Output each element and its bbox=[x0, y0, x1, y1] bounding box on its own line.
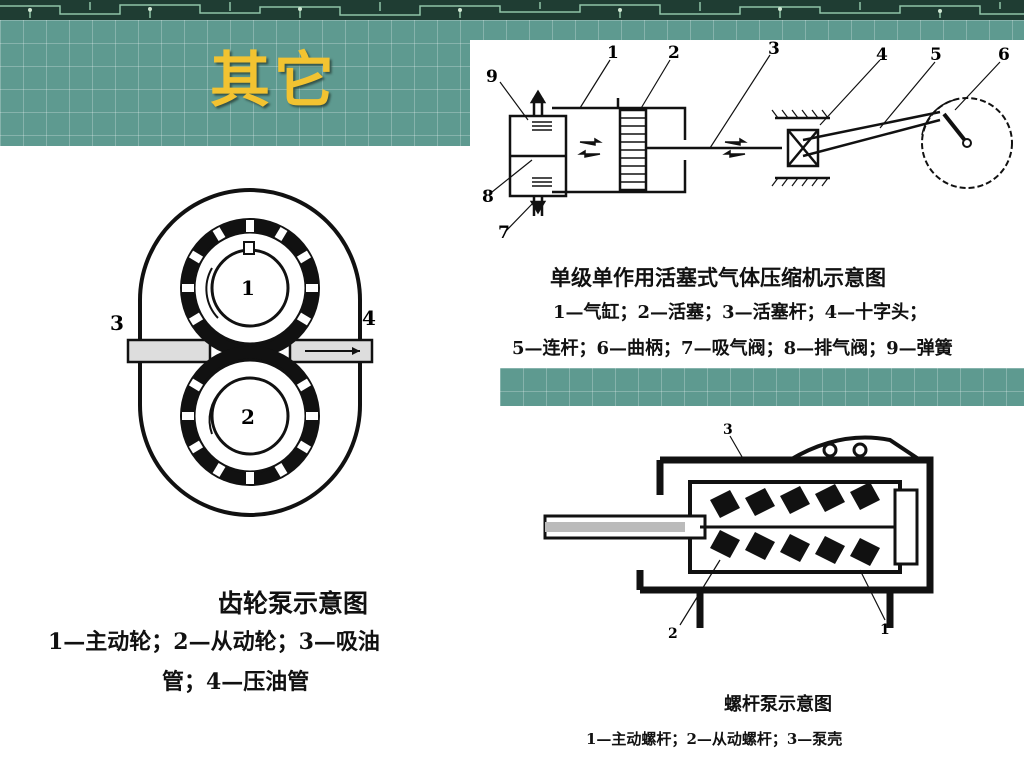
screw-label-3: 3 bbox=[723, 422, 733, 438]
label-2: 2 bbox=[668, 43, 680, 63]
gear-pump-diagram: 1 2 3 4 bbox=[100, 180, 400, 525]
compressor-caption-title: 单级单作用活塞式气体压缩机示意图 bbox=[550, 265, 886, 290]
screw-label-1: 1 bbox=[880, 622, 890, 638]
screw-label-2: 2 bbox=[668, 626, 678, 642]
compressor-caption-line1: 1—气缸；2—活塞；3—活塞杆；4—十字头； bbox=[553, 302, 928, 323]
driven-gear bbox=[180, 346, 320, 486]
label-6: 6 bbox=[998, 45, 1010, 65]
inlet-pipe bbox=[126, 338, 212, 364]
gear1-label: 1 bbox=[241, 276, 255, 300]
label-9: 9 bbox=[486, 67, 498, 87]
label-4: 4 bbox=[876, 45, 888, 65]
label-8: 8 bbox=[482, 187, 494, 207]
circuit-border-strip bbox=[0, 0, 1024, 20]
drive-gear bbox=[180, 218, 320, 358]
screw-pump-caption-title: 螺杆泵示意图 bbox=[724, 694, 832, 715]
teal-divider-band bbox=[500, 368, 1024, 406]
compressor-diagram: 1 2 3 4 5 6 7 8 9 bbox=[482, 39, 1013, 243]
screw-pump-diagram: 3 2 1 bbox=[540, 420, 960, 645]
outlet-label: 4 bbox=[362, 306, 376, 330]
gear2-label: 2 bbox=[241, 405, 255, 429]
pump-housing bbox=[138, 188, 362, 517]
label-1: 1 bbox=[607, 43, 619, 63]
label-3: 3 bbox=[768, 40, 780, 59]
gear-pump-caption-line2: 管；4—压油管 bbox=[162, 669, 310, 695]
compressor-panel: 1 2 3 4 5 6 7 8 9 bbox=[470, 39, 1024, 368]
label-7: 7 bbox=[498, 223, 510, 243]
compressor-caption-line2: 5—连杆；6—曲柄；7—吸气阀；8—排气阀；9—弹簧 bbox=[512, 338, 953, 359]
label-5: 5 bbox=[930, 45, 942, 65]
inlet-label: 3 bbox=[110, 311, 124, 335]
slide-title: 其它 bbox=[210, 46, 338, 116]
gear-pump-caption-line1: 1—主动轮；2—从动轮；3—吸油 bbox=[48, 629, 380, 655]
circuit-pattern-graphic bbox=[0, 2, 1024, 18]
gear-pump-caption-title: 齿轮泵示意图 bbox=[218, 589, 369, 618]
screw-pump-caption-line1: 1—主动螺杆；2—从动螺杆；3—泵壳 bbox=[586, 730, 843, 748]
